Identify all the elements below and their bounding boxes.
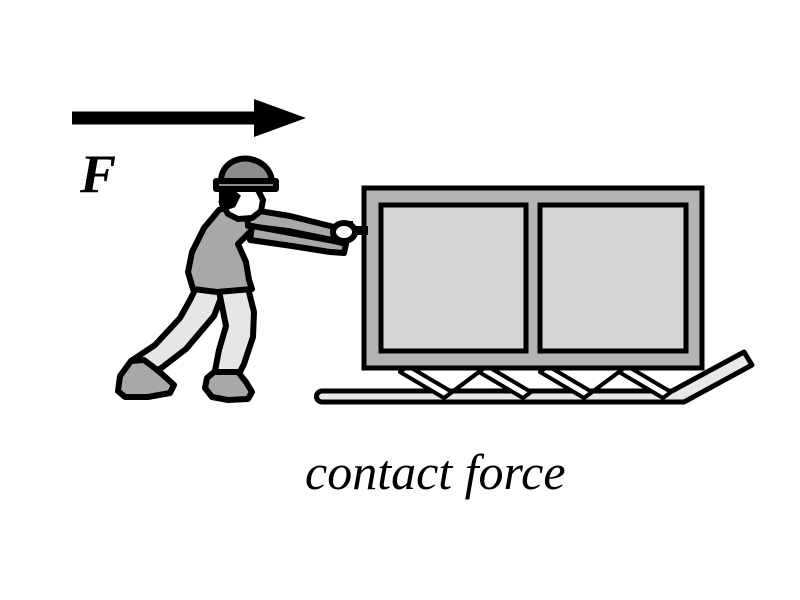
force-arrow-head — [254, 99, 306, 137]
worker-front-boot — [202, 369, 255, 403]
worker-arm-lower — [247, 223, 349, 256]
force-label: F — [79, 144, 116, 204]
sled-runner — [314, 349, 755, 405]
sled-runner-group — [314, 349, 755, 405]
worker-helmet-brim — [213, 178, 279, 192]
caption-contact-force: contact force — [305, 444, 566, 500]
worker-hand — [330, 220, 358, 244]
strut-2b — [450, 364, 489, 394]
worker-back-boot — [115, 357, 177, 400]
cart-panel-left — [378, 202, 529, 354]
force-arrow-shaft — [72, 111, 268, 125]
cart-panel-right — [537, 202, 689, 354]
cart-body — [361, 185, 705, 371]
worker-figure — [115, 155, 358, 403]
force-arrow — [72, 99, 306, 137]
